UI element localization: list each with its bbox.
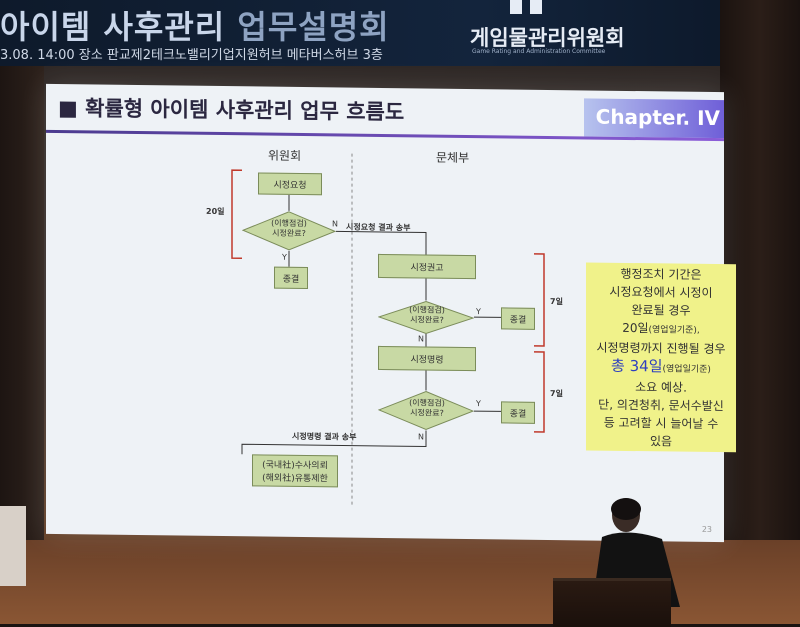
page-number: 23 xyxy=(702,525,712,534)
label-n-1: N xyxy=(332,219,338,228)
label-n-3: N xyxy=(418,432,424,441)
label-y-3: Y xyxy=(476,399,481,408)
org-subtitle: Game Rating and Administration Committee xyxy=(472,48,605,55)
diamond-text-1: (이행점검) 시정완료? xyxy=(262,218,316,239)
curtain-left xyxy=(0,66,44,566)
box-correction-request: 시정요청 xyxy=(258,172,322,195)
box-end-3: 종결 xyxy=(501,401,535,423)
org-logo-icon xyxy=(500,0,560,18)
label-20days: 20일 xyxy=(206,206,225,217)
banner-title: 아이템 사후관리 업무설명회 xyxy=(0,2,390,48)
box-end-2: 종결 xyxy=(501,307,535,329)
podium xyxy=(553,578,671,627)
label-n-2: N xyxy=(418,334,424,343)
label-y-2: Y xyxy=(476,307,481,316)
side-table xyxy=(0,506,26,586)
label-y-1: Y xyxy=(282,253,287,262)
label-7days-b: 7일 xyxy=(550,388,563,399)
box-final-action: (국내社)수사의뢰 (해외社)유통제한 xyxy=(252,454,338,487)
diamond-text-3: (이행점검) 시정완료? xyxy=(400,398,454,419)
diamond-text-2: (이행점검) 시정완료? xyxy=(400,305,454,326)
label-7days-a: 7일 xyxy=(550,296,563,307)
box-end-1: 종결 xyxy=(274,267,308,289)
event-banner: 아이템 사후관리 업무설명회 3.08. 14:00 장소 판교제2테크노밸리기… xyxy=(0,0,800,66)
label-result-send-2: 시정명령 결과 송부 xyxy=(292,431,356,443)
box-correction-advice: 시정권고 xyxy=(378,254,476,279)
box-correction-order: 시정명령 xyxy=(378,346,476,371)
banner-info: 3.08. 14:00 장소 판교제2테크노밸리기업지원허브 메타버스허브 3층 xyxy=(0,44,383,63)
note-box: 행정조치 기간은 시정요청에서 시정이 완료될 경우 20일(영업일기준), 시… xyxy=(586,262,736,452)
projection-screen: ■ 확률형 아이템 사후관리 업무 흐름도 Chapter. IV 위원회 문체… xyxy=(46,84,724,542)
label-result-send-1: 시정요청 결과 송부 xyxy=(346,222,410,234)
